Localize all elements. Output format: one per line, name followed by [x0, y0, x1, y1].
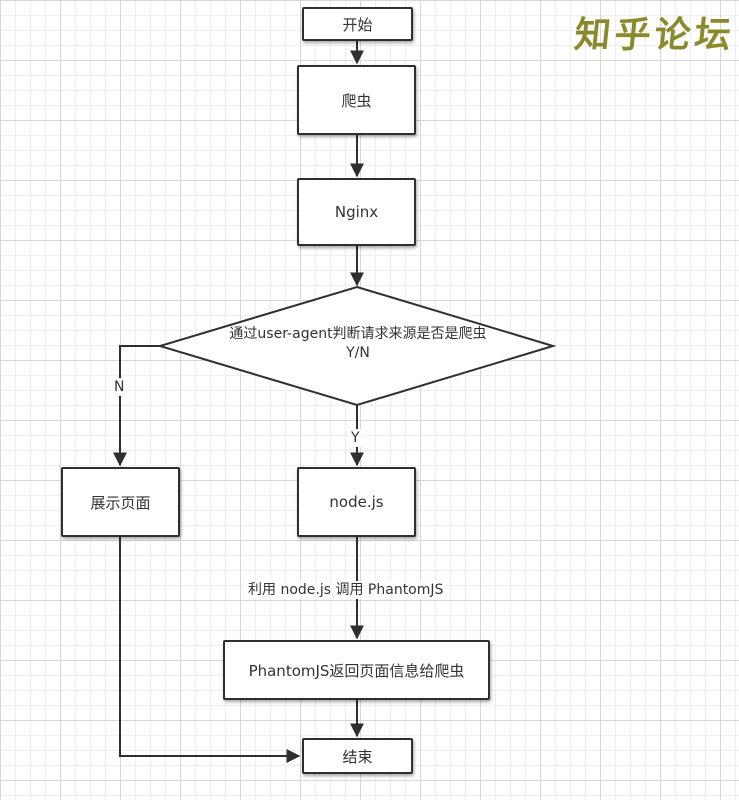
- watermark-logo: 知乎论坛: [572, 14, 737, 56]
- node-show-page[interactable]: 展示页面: [61, 467, 180, 537]
- node-crawler[interactable]: 爬虫: [297, 65, 416, 135]
- edge-label-call-phantomjs: 利用 node.js 调用 PhantomJS: [246, 581, 446, 599]
- decision-options: Y/N: [346, 345, 370, 361]
- decision-question: 通过user-agent判断请求来源是否是爬虫: [229, 326, 487, 342]
- edge-label-no: N: [112, 378, 127, 396]
- edge-label-yes: Y: [349, 429, 362, 447]
- node-nginx[interactable]: Nginx: [297, 178, 416, 246]
- edge-decision-to-show-page: [113, 345, 160, 467]
- node-nodejs[interactable]: node.js: [297, 467, 416, 537]
- node-end[interactable]: 结束: [302, 738, 413, 774]
- edge-show-page-to-end: [119, 537, 301, 763]
- node-phantom-return[interactable]: PhantomJS返回页面信息给爬虫: [223, 640, 490, 700]
- node-start[interactable]: 开始: [302, 7, 413, 41]
- decision-label: 通过user-agent判断请求来源是否是爬虫 Y/N: [160, 325, 556, 363]
